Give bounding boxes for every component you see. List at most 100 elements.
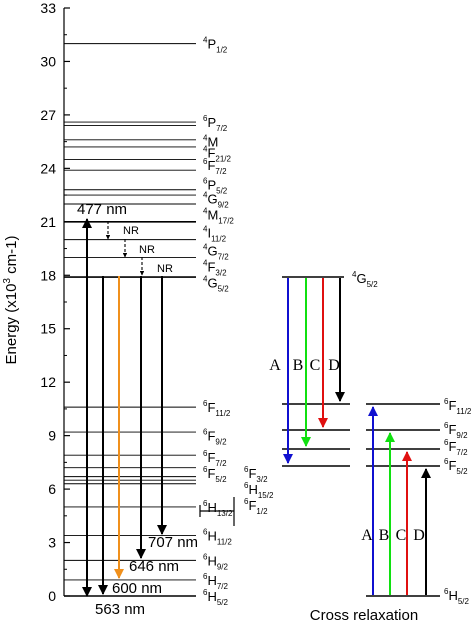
cr-label-f92: 6F9/2 bbox=[444, 421, 468, 440]
term-label: 4F21/2 bbox=[203, 144, 232, 163]
cr-label-f72-sup: 6 bbox=[444, 438, 449, 447]
term-label-sup: 6 bbox=[203, 176, 208, 185]
term-label-base: I bbox=[207, 226, 211, 241]
term-label-base: F bbox=[207, 400, 215, 415]
term-label-sub: 9/2 bbox=[217, 562, 229, 571]
y-tick-label: 30 bbox=[40, 53, 56, 69]
cr-label-f72-sub: 7/2 bbox=[456, 448, 468, 457]
y-tick-label: 27 bbox=[40, 107, 56, 123]
term-label-sup: 4 bbox=[203, 36, 208, 45]
term-label-sup: 6 bbox=[203, 588, 208, 597]
term-label-sup: 6 bbox=[203, 399, 208, 408]
nr-label-1: NR bbox=[123, 225, 139, 237]
term-label: 6F11/2 bbox=[203, 399, 231, 418]
term-label-sub: 1/2 bbox=[216, 46, 228, 55]
cr-letter-c-right: C bbox=[396, 527, 407, 544]
term-label-sub: 21/2 bbox=[215, 154, 231, 163]
term-label-base: F bbox=[207, 259, 215, 274]
cr-label-g52: 4G5/2 bbox=[352, 270, 378, 289]
term-label-base: H bbox=[207, 528, 216, 543]
term-label-base: F bbox=[207, 450, 215, 465]
y-tick-label: 33 bbox=[40, 0, 56, 16]
cr-label-h52-sub: 5/2 bbox=[458, 597, 470, 606]
level-labels: 4P1/26P7/24M4F21/26F7/26P5/24G9/24M17/24… bbox=[203, 36, 234, 607]
cr-label-g52-base: G bbox=[356, 271, 366, 286]
bracket-term-label: 6F1/2 bbox=[244, 497, 268, 516]
cr-label-f52-sup: 6 bbox=[444, 457, 449, 466]
term-label-base: H bbox=[207, 589, 216, 604]
cr-letter-d-left: D bbox=[328, 357, 340, 374]
cr-letter-c-left: C bbox=[310, 357, 321, 374]
cr-letters-left: A B C D bbox=[269, 357, 340, 374]
term-label-sup: 6 bbox=[203, 465, 208, 474]
cr-label-h52-base: H bbox=[448, 588, 457, 603]
term-label: 4P1/2 bbox=[203, 36, 228, 55]
y-tick-label: 21 bbox=[40, 214, 56, 230]
y-tick-label: 12 bbox=[40, 374, 56, 390]
cr-acceptor-levels bbox=[366, 403, 440, 597]
cr-letter-b-left: B bbox=[293, 357, 304, 374]
y-tick-label: 3 bbox=[48, 535, 56, 551]
cross-relaxation-title: Cross relaxation bbox=[310, 607, 418, 624]
term-label-sub: 17/2 bbox=[218, 217, 234, 226]
cr-letters-right: A B C D bbox=[361, 527, 425, 544]
cr-label-f92-base: F bbox=[448, 422, 456, 437]
cr-down-arrows bbox=[283, 278, 345, 464]
term-label: 6H9/2 bbox=[203, 552, 229, 571]
term-label-sup: 6 bbox=[203, 449, 208, 458]
term-label-sub: 11/2 bbox=[217, 537, 233, 546]
bracket-term-label-sup: 6 bbox=[244, 481, 249, 490]
term-label: 4I11/2 bbox=[203, 225, 227, 244]
y-tick-label: 24 bbox=[40, 160, 56, 176]
term-label-sub: 9/2 bbox=[218, 201, 230, 210]
bracket-term-label-sub: 15/2 bbox=[258, 491, 274, 500]
term-label-sup: 6 bbox=[203, 552, 208, 561]
term-label-base: F bbox=[207, 145, 215, 160]
term-label-base: F bbox=[207, 158, 215, 173]
term-label-sub: 7/2 bbox=[215, 167, 227, 176]
term-label-sub: 9/2 bbox=[215, 438, 227, 447]
y-axis-title-superscript: 3 bbox=[2, 278, 13, 284]
bracket-term-label-sub: 1/2 bbox=[256, 507, 268, 516]
cr-label-g52-sup: 4 bbox=[352, 270, 357, 279]
term-label: 4M bbox=[203, 134, 218, 150]
term-label-sub: 13/2 bbox=[217, 509, 233, 518]
bracket-term-label-base: F bbox=[248, 466, 256, 481]
transition-arrows bbox=[82, 218, 167, 597]
bracket-term-label-base: H bbox=[248, 482, 257, 497]
bracket-term-label-sup: 6 bbox=[244, 497, 249, 506]
cr-label-f112-base: F bbox=[448, 398, 456, 413]
cr-label-f72-base: F bbox=[448, 439, 456, 454]
term-label-sup: 4 bbox=[203, 225, 208, 234]
term-label-sup: 6 bbox=[203, 527, 208, 536]
term-label-sup: 4 bbox=[203, 274, 208, 283]
term-label-sub: 3/2 bbox=[215, 268, 227, 277]
term-label: 6H13/2 bbox=[203, 499, 233, 518]
term-label: 4G7/2 bbox=[203, 242, 229, 261]
term-label-sub: 7/2 bbox=[216, 124, 228, 133]
term-label-sup: 4 bbox=[203, 144, 208, 153]
y-tick-label: 15 bbox=[40, 321, 56, 337]
term-label: 6P5/2 bbox=[203, 176, 228, 195]
y-tick-label: 9 bbox=[48, 428, 56, 444]
bracket-term-label: 6H15/2 bbox=[244, 481, 274, 500]
term-label-sup: 4 bbox=[203, 207, 208, 216]
cross-relaxation-diagram: A B C D A B C D 4G5/2 6F11/2 6F9/2 6F7/2… bbox=[269, 270, 472, 624]
term-label: 6F9/2 bbox=[203, 428, 227, 447]
bracket-term-label-base: F bbox=[248, 498, 256, 513]
y-axis-title-main: Energy (x10 bbox=[3, 284, 20, 365]
cr-letter-d-right: D bbox=[413, 527, 425, 544]
term-label-base: H bbox=[207, 553, 216, 568]
term-label: 4G5/2 bbox=[203, 274, 229, 293]
wavelength-600: 600 nm bbox=[112, 580, 162, 597]
term-label-base: G bbox=[207, 243, 217, 258]
term-label-base: F bbox=[207, 466, 215, 481]
term-label-base: P bbox=[207, 37, 216, 52]
cr-label-f92-sub: 9/2 bbox=[456, 431, 468, 440]
cr-label-f52-base: F bbox=[448, 458, 456, 473]
term-label: 6H5/2 bbox=[203, 588, 229, 607]
